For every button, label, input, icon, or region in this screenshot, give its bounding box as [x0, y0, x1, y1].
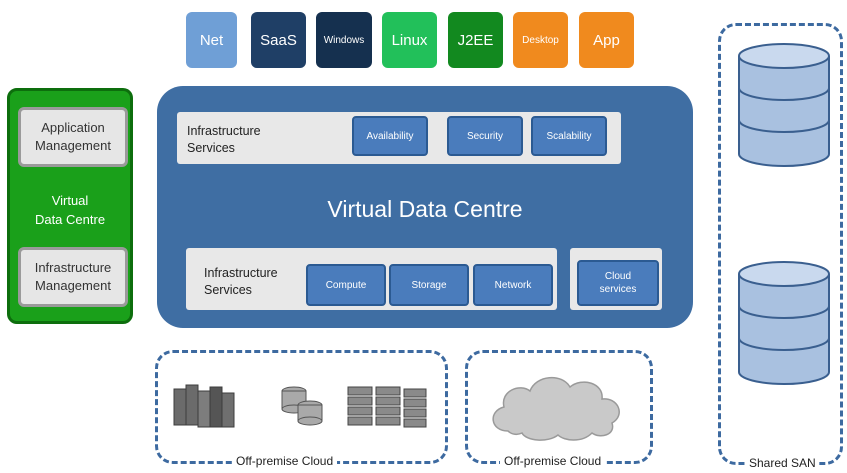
- tile-linux: Linux: [382, 12, 437, 68]
- application-management-box: Application Management: [18, 107, 128, 167]
- off-premise-cloud-servers: Off-premise Cloud: [155, 350, 448, 468]
- cloud-icon: [492, 377, 620, 441]
- storage-box: Storage: [389, 264, 469, 306]
- top-services-label: Infrastructure Services: [187, 124, 261, 155]
- infrastructure-management-box: Infrastructure Management: [18, 247, 128, 307]
- virtual-data-centre: Infrastructure Services Availability Sec…: [157, 86, 693, 328]
- server-rack-icons: [173, 384, 427, 428]
- tile-net: Net: [186, 12, 237, 68]
- compute-box: Compute: [306, 264, 386, 306]
- security-box: Security: [447, 116, 523, 156]
- tile-app: App: [579, 12, 634, 68]
- storage-cylinder-icon: [738, 261, 830, 385]
- server-rack-icon: [173, 384, 235, 428]
- bottom-services-label: Infrastructure Services: [204, 266, 278, 297]
- storage-cylinder-icon: [738, 43, 830, 167]
- top-services-bar: Infrastructure Services Availability Sec…: [177, 112, 621, 164]
- vdc-title: Virtual Data Centre: [327, 196, 523, 222]
- bottom-services-bar: Infrastructure Services Compute Storage …: [186, 248, 557, 310]
- blade-server-icon: [347, 386, 427, 428]
- shared-san: Shared SAN: [718, 23, 843, 470]
- scalability-box: Scalability: [531, 116, 607, 156]
- off-premise-cloud-label-left: Off-premise Cloud: [232, 454, 338, 468]
- management-center-label: Virtual Data Centre: [34, 193, 106, 227]
- tile-desktop: Desktop: [513, 12, 568, 68]
- storage-cylinder-icons: [738, 43, 830, 385]
- cloud-services-box: Cloud services: [577, 260, 659, 306]
- off-premise-cloud-label-right: Off-premise Cloud: [500, 454, 606, 468]
- management-panel: Application Management Virtual Data Cent…: [7, 88, 133, 324]
- tile-j2ee: J2EE: [448, 12, 503, 68]
- off-premise-cloud-shape: Off-premise Cloud: [465, 350, 653, 468]
- tile-saas: SaaS: [251, 12, 306, 68]
- tile-windows: Windows: [316, 12, 372, 68]
- shared-san-label: Shared SAN: [747, 456, 818, 470]
- network-box: Network: [473, 264, 553, 306]
- availability-box: Availability: [352, 116, 428, 156]
- database-icon: [281, 386, 323, 426]
- cloud-services-bar: Cloud services: [570, 248, 662, 310]
